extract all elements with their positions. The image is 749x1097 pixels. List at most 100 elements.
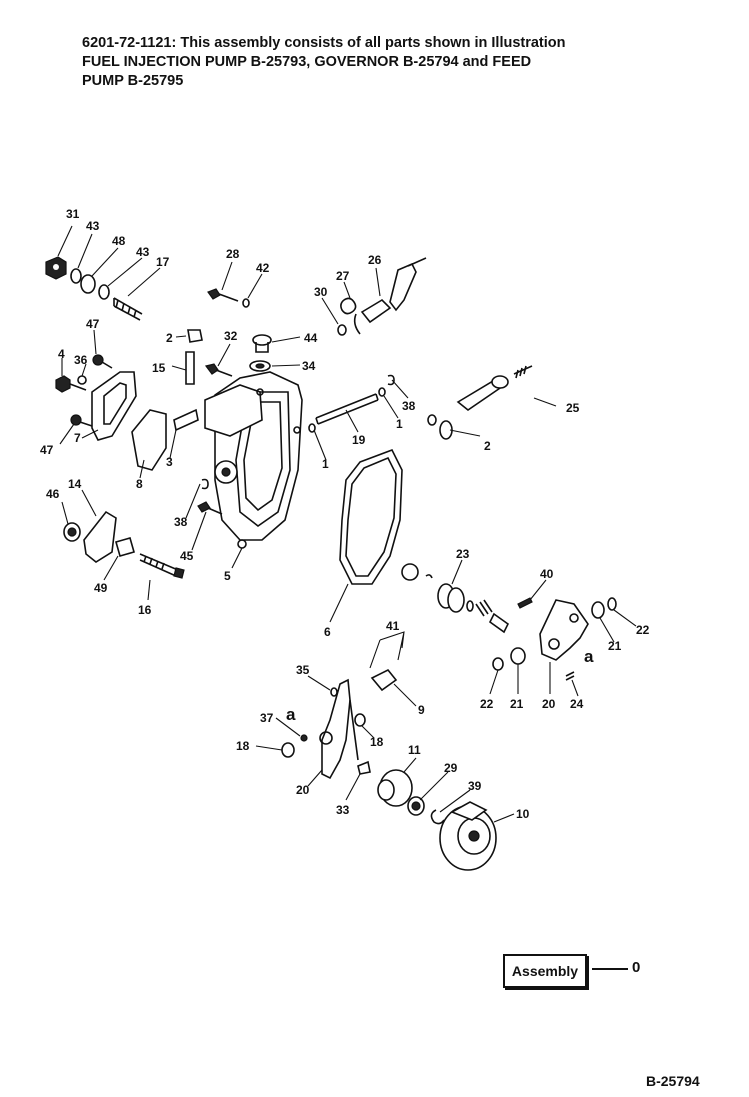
bush-21b [510, 647, 526, 665]
callout-16: 16 [138, 603, 152, 617]
nut-46 [63, 522, 81, 542]
callout-18b: 18 [370, 735, 384, 749]
callout-27: 27 [336, 269, 350, 283]
bolt-16 [139, 553, 185, 579]
bolt-47a [92, 354, 113, 369]
bolt-45 [197, 501, 223, 515]
gear-11 [377, 769, 413, 807]
callout-14: 14 [68, 477, 82, 491]
pin-37 [300, 734, 308, 742]
callout-1b: 1 [322, 457, 329, 471]
callout-11: 11 [408, 743, 421, 757]
callout-30: 30 [314, 285, 328, 299]
header-line-1: 6201-72-1121: This assembly consists of … [82, 35, 566, 51]
callout-21b: 21 [510, 697, 524, 711]
callout-46: 46 [46, 487, 60, 501]
shaft-25 [456, 365, 533, 411]
spring-9 [370, 668, 398, 692]
governor-weight-23 [401, 563, 510, 634]
cap-nut-31 [45, 256, 67, 280]
callout-48: 48 [112, 234, 126, 248]
adjust-screw-17 [113, 297, 143, 321]
assembly-label-box: Assembly [503, 954, 587, 988]
callout-34: 34 [302, 359, 316, 373]
spring-27 [340, 297, 361, 335]
callout-15: 15 [152, 361, 166, 375]
plug-44 [252, 334, 272, 353]
washer-18a [281, 742, 295, 758]
callout-47b: 47 [40, 443, 54, 457]
callout-2a: 2 [166, 331, 173, 345]
callout-37: 37 [260, 711, 274, 725]
callout-1a: 1 [396, 417, 403, 431]
callout-43b: 43 [136, 245, 150, 259]
callout-28: 28 [226, 247, 240, 261]
ring-42 [242, 298, 250, 308]
header-text: 6201-72-1121: This assembly consists of … [82, 34, 702, 91]
callout-6: 6 [324, 625, 331, 639]
callout-26: 26 [368, 253, 382, 267]
callout-44: 44 [304, 331, 318, 345]
callout-8: 8 [136, 477, 143, 491]
callout-labels: 31 43 48 43 17 28 42 26 27 30 47 2 32 44… [40, 207, 650, 821]
callout-35: 35 [296, 663, 310, 677]
washer-22a [607, 597, 617, 611]
callout-38a: 38 [402, 399, 416, 413]
callout-20b: 20 [296, 783, 310, 797]
plate-8 [131, 409, 167, 471]
ring-1a [308, 423, 316, 433]
callout-20a: 20 [542, 697, 556, 711]
callout-24: 24 [570, 697, 584, 711]
washer-36 [77, 375, 87, 385]
callout-31: 31 [66, 207, 80, 221]
shaft-19 [315, 393, 379, 425]
callout-18a: 18 [236, 739, 250, 753]
callout-2b: 2 [484, 439, 491, 453]
callout-19: 19 [352, 433, 366, 447]
bolt-28 [207, 288, 239, 302]
callout-10: 10 [516, 807, 530, 821]
bush-21a [591, 601, 605, 619]
ring-1b [378, 387, 386, 397]
callout-38b: 38 [174, 515, 188, 529]
callout-40: 40 [540, 567, 554, 581]
pin-40 [517, 597, 533, 609]
collar-49 [115, 537, 135, 557]
lever-20a [539, 599, 589, 661]
callout-22a: 22 [636, 623, 650, 637]
governor-housing [204, 371, 303, 549]
callout-25: 25 [566, 401, 580, 415]
washer-43b [98, 284, 110, 300]
ring-35 [330, 687, 338, 697]
washer-18b [354, 713, 366, 727]
bolt-4 [55, 375, 87, 393]
callout-49: 49 [94, 581, 108, 595]
clip-39 [430, 809, 445, 825]
callout-29: 29 [444, 761, 458, 775]
plug-2 [187, 329, 203, 343]
callout-a-right: a [584, 647, 594, 666]
bracket-14 [83, 510, 117, 563]
callout-7: 7 [74, 431, 81, 445]
header-line-3: PUMP B-25795 [82, 73, 184, 89]
callout-39: 39 [468, 779, 482, 793]
drive-10 [439, 801, 497, 871]
washer-22b [492, 657, 504, 671]
gasket-6 [339, 448, 403, 585]
callout-47a: 47 [86, 317, 100, 331]
assembly-number: 0 [632, 959, 641, 976]
bolt-32 [204, 363, 233, 377]
callout-9: 9 [418, 703, 425, 717]
pin-15 [185, 351, 195, 385]
bolt-47b [70, 414, 93, 427]
callout-17: 17 [156, 255, 170, 269]
ring-1c [427, 414, 437, 426]
leader-lines [57, 225, 637, 823]
washer-43a [70, 268, 82, 284]
callout-22b: 22 [480, 697, 494, 711]
callout-3: 3 [166, 455, 173, 469]
ring-30 [337, 324, 347, 336]
callout-32: 32 [224, 329, 238, 343]
callout-4: 4 [58, 347, 65, 361]
callout-36: 36 [74, 353, 88, 367]
